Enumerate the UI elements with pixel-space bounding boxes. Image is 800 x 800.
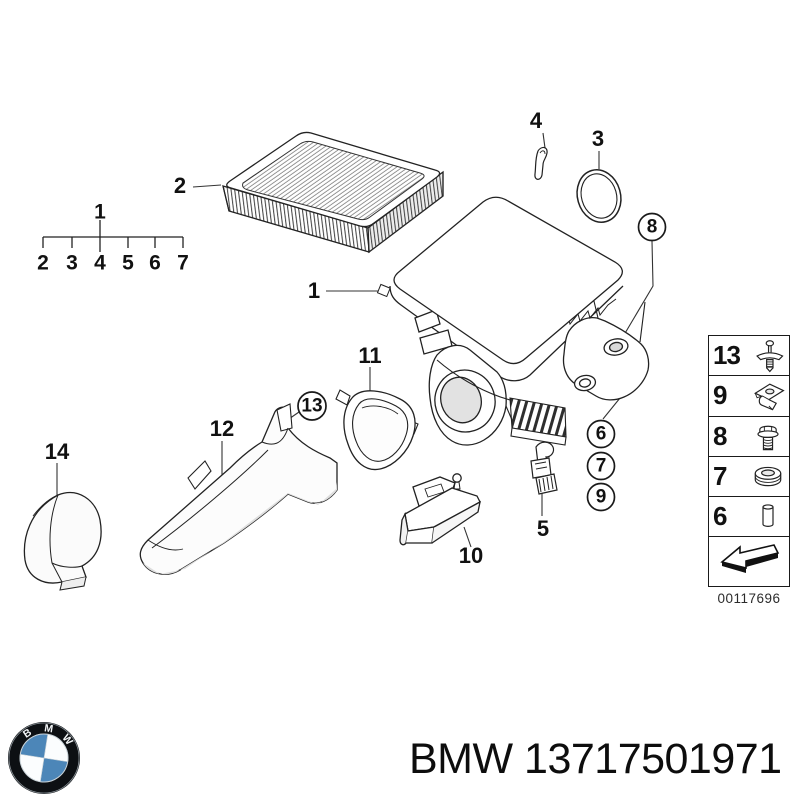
hardware-legend: 13 9 [708,335,790,587]
callout-circle-6 [586,419,616,449]
seal-ring-drawing [576,169,622,223]
callout-circle-8 [637,212,667,242]
legend-number: 13 [713,340,741,371]
legend-row-7: 7 [709,457,789,498]
leader-lines [56,132,654,548]
roundel-letter-m: M [43,722,54,735]
bmw-roundel-logo: B M W [8,722,80,794]
filter-element-drawing [222,131,444,254]
clip-drawing [534,146,548,180]
callout-label-13: 13 [301,395,323,417]
legend-row-9: 9 [709,376,789,417]
tree-child-label: 3 [66,251,78,275]
legend-number: 7 [713,461,727,492]
part-label-10: 10 [458,543,484,568]
air-scoop-drawing [23,491,102,591]
part-label-14: 14 [44,439,70,464]
legend-number: 8 [713,420,727,451]
tree-parent-label: 1 [94,200,106,224]
legend-row-6: 6 [709,497,789,538]
part-label-3: 3 [591,126,605,151]
sensor-clip-drawing [530,441,558,495]
callout-label-9: 9 [595,486,607,508]
part-label-1: 1 [307,278,321,303]
legend-number: 6 [713,501,727,532]
intake-boot-drawing [335,389,419,471]
legend-row-13: 13 [709,336,789,377]
callout-label-7: 7 [595,455,607,477]
part-label-4: 4 [529,108,543,133]
rubber-grommet-icon [747,459,789,495]
retainer-clip-icon [747,378,789,414]
diagram-number: 00117696 [717,591,781,606]
callout-label-6: 6 [595,423,607,445]
tree-child-label: 5 [122,251,134,275]
part-label-5: 5 [536,516,550,541]
tree-child-label: 6 [149,251,161,275]
part-number-text: BMW 13717501971 [409,735,782,783]
tree-child-label: 4 [94,251,106,275]
legend-row-8: 8 [709,417,789,457]
air-cleaner-housing-drawing [376,196,650,446]
legend-row-arrow [709,537,789,577]
tree-child-label: 7 [177,251,189,275]
hex-bolt-icon [747,418,789,454]
callout-circle-13 [297,391,327,421]
roundel-quadrants [19,733,69,783]
tree-diagram-lines [42,220,184,252]
part-label-2: 2 [173,173,187,198]
push-rivet-icon [747,338,789,374]
callout-circle-9 [586,482,616,512]
intake-duct-drawing [139,403,338,575]
part-label-11: 11 [358,343,382,368]
tree-child-label: 2 [37,251,49,275]
callout-label-8: 8 [646,216,658,238]
part-label-12: 12 [209,416,235,441]
support-bracket-drawing [399,473,481,546]
callout-circle-7 [586,451,616,481]
direction-arrow-icon [713,541,789,575]
spacer-sleeve-icon [747,499,789,535]
legend-number: 9 [713,380,727,411]
callout-circles [297,212,667,512]
